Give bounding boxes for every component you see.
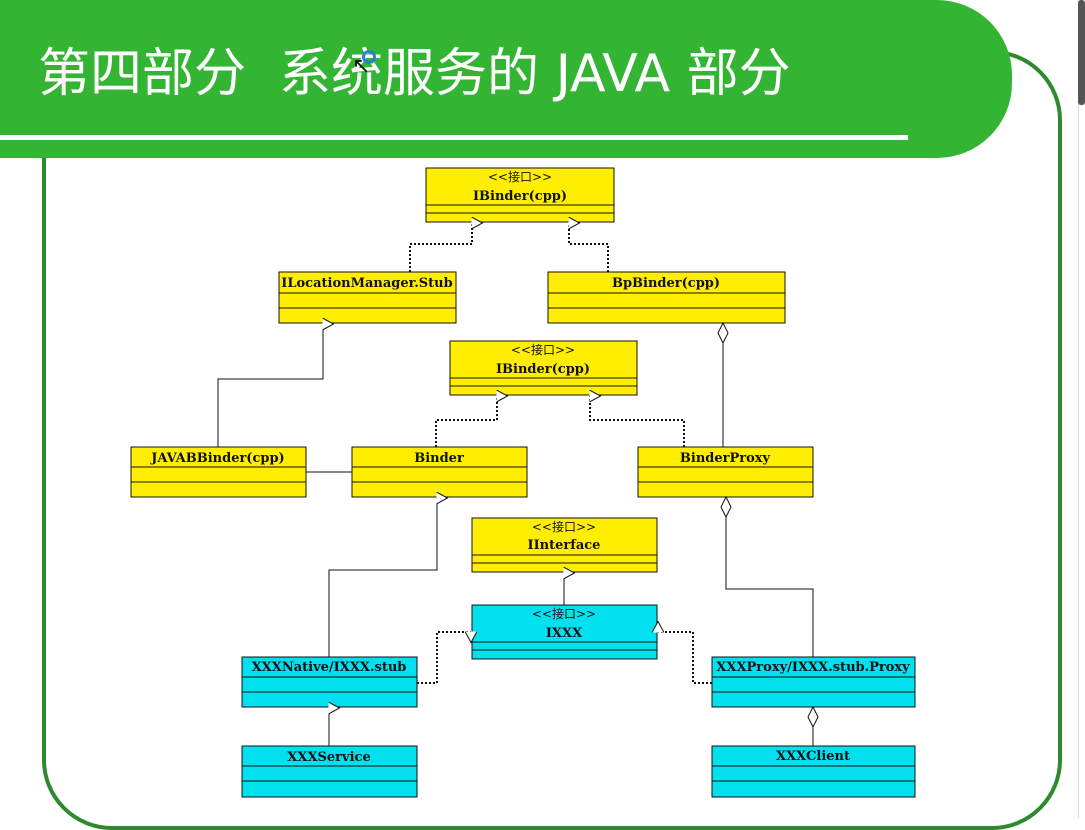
title-banner: 第四部分 系统服务的 JAVA 部分 bbox=[0, 0, 1012, 158]
generalization-xxxnative-to-binder bbox=[328, 498, 437, 657]
cursor-highlight-ring bbox=[362, 50, 376, 64]
realization-stub-to-ibinder bbox=[409, 223, 472, 272]
stereotype-label: <<接口>> bbox=[488, 169, 552, 184]
aggregation-diamond-xxxproxy bbox=[807, 705, 819, 729]
stereotype-label: <<接口>> bbox=[511, 342, 575, 357]
aggregation-diamond-bpbinder bbox=[717, 321, 729, 345]
class-name: IXXX bbox=[546, 626, 583, 641]
class-xxxservice[interactable]: XXXService bbox=[241, 745, 418, 798]
class-iinterface[interactable]: <<接口>> IInterface bbox=[471, 517, 658, 573]
stereotype-label: <<接口>> bbox=[532, 606, 596, 621]
class-binderproxy[interactable]: BinderProxy bbox=[637, 446, 814, 498]
aggregation-binderproxy-xxxproxy bbox=[725, 517, 814, 657]
realization-xxxnative-to-ixxx bbox=[417, 631, 471, 684]
class-name: BpBinder(cpp) bbox=[612, 276, 720, 291]
class-name: ILocationManager.Stub bbox=[281, 276, 452, 291]
window-edge-line bbox=[1078, 0, 1079, 818]
realization-binder-to-ibinder bbox=[435, 396, 497, 447]
aggregation-diamond-binderproxy bbox=[720, 495, 732, 519]
class-name: BinderProxy bbox=[680, 451, 771, 466]
realization-bpbinder-to-ibinder bbox=[568, 223, 609, 272]
class-name: Binder bbox=[414, 451, 464, 466]
realization-xxxproxy-to-ixxx bbox=[658, 632, 712, 684]
title-underline bbox=[0, 135, 908, 140]
class-ibinder-mid[interactable]: <<接口>> IBinder(cpp) bbox=[449, 340, 638, 396]
class-xxxnative[interactable]: XXXNative/IXXX.stub bbox=[241, 656, 418, 708]
class-xxxclient[interactable]: XXXClient bbox=[711, 745, 916, 798]
class-name: JAVABBinder(cpp) bbox=[150, 451, 284, 466]
class-name: XXXNative/IXXX.stub bbox=[252, 660, 407, 675]
class-name: XXXProxy/IXXX.stub.Proxy bbox=[716, 660, 910, 675]
class-name: IBinder(cpp) bbox=[473, 189, 567, 204]
class-name: IBinder(cpp) bbox=[496, 362, 590, 377]
class-ibinder-top[interactable]: <<接口>> IBinder(cpp) bbox=[425, 167, 615, 223]
class-name: XXXClient bbox=[776, 749, 850, 764]
slide-title: 第四部分 系统服务的 JAVA 部分 bbox=[38, 44, 791, 104]
class-bpbinder[interactable]: BpBinder(cpp) bbox=[547, 271, 786, 324]
class-binder[interactable]: Binder bbox=[351, 446, 528, 498]
class-ilocationmanager-stub[interactable]: ILocationManager.Stub bbox=[278, 271, 457, 324]
class-xxxproxy[interactable]: XXXProxy/IXXX.stub.Proxy bbox=[711, 656, 916, 708]
realization-binderproxy-to-ibinder bbox=[589, 396, 685, 447]
class-name: IInterface bbox=[528, 538, 601, 553]
class-ixxx[interactable]: <<接口>> IXXX bbox=[471, 604, 658, 660]
class-javabbinder[interactable]: JAVABBinder(cpp) bbox=[130, 446, 307, 498]
scrollbar-thumb[interactable] bbox=[1078, 0, 1085, 105]
class-name: XXXService bbox=[287, 750, 370, 765]
mouse-pointer-icon: ↖ bbox=[352, 54, 371, 79]
stereotype-label: <<接口>> bbox=[532, 519, 596, 534]
generalization-javabbinder-to-stub bbox=[217, 324, 323, 447]
